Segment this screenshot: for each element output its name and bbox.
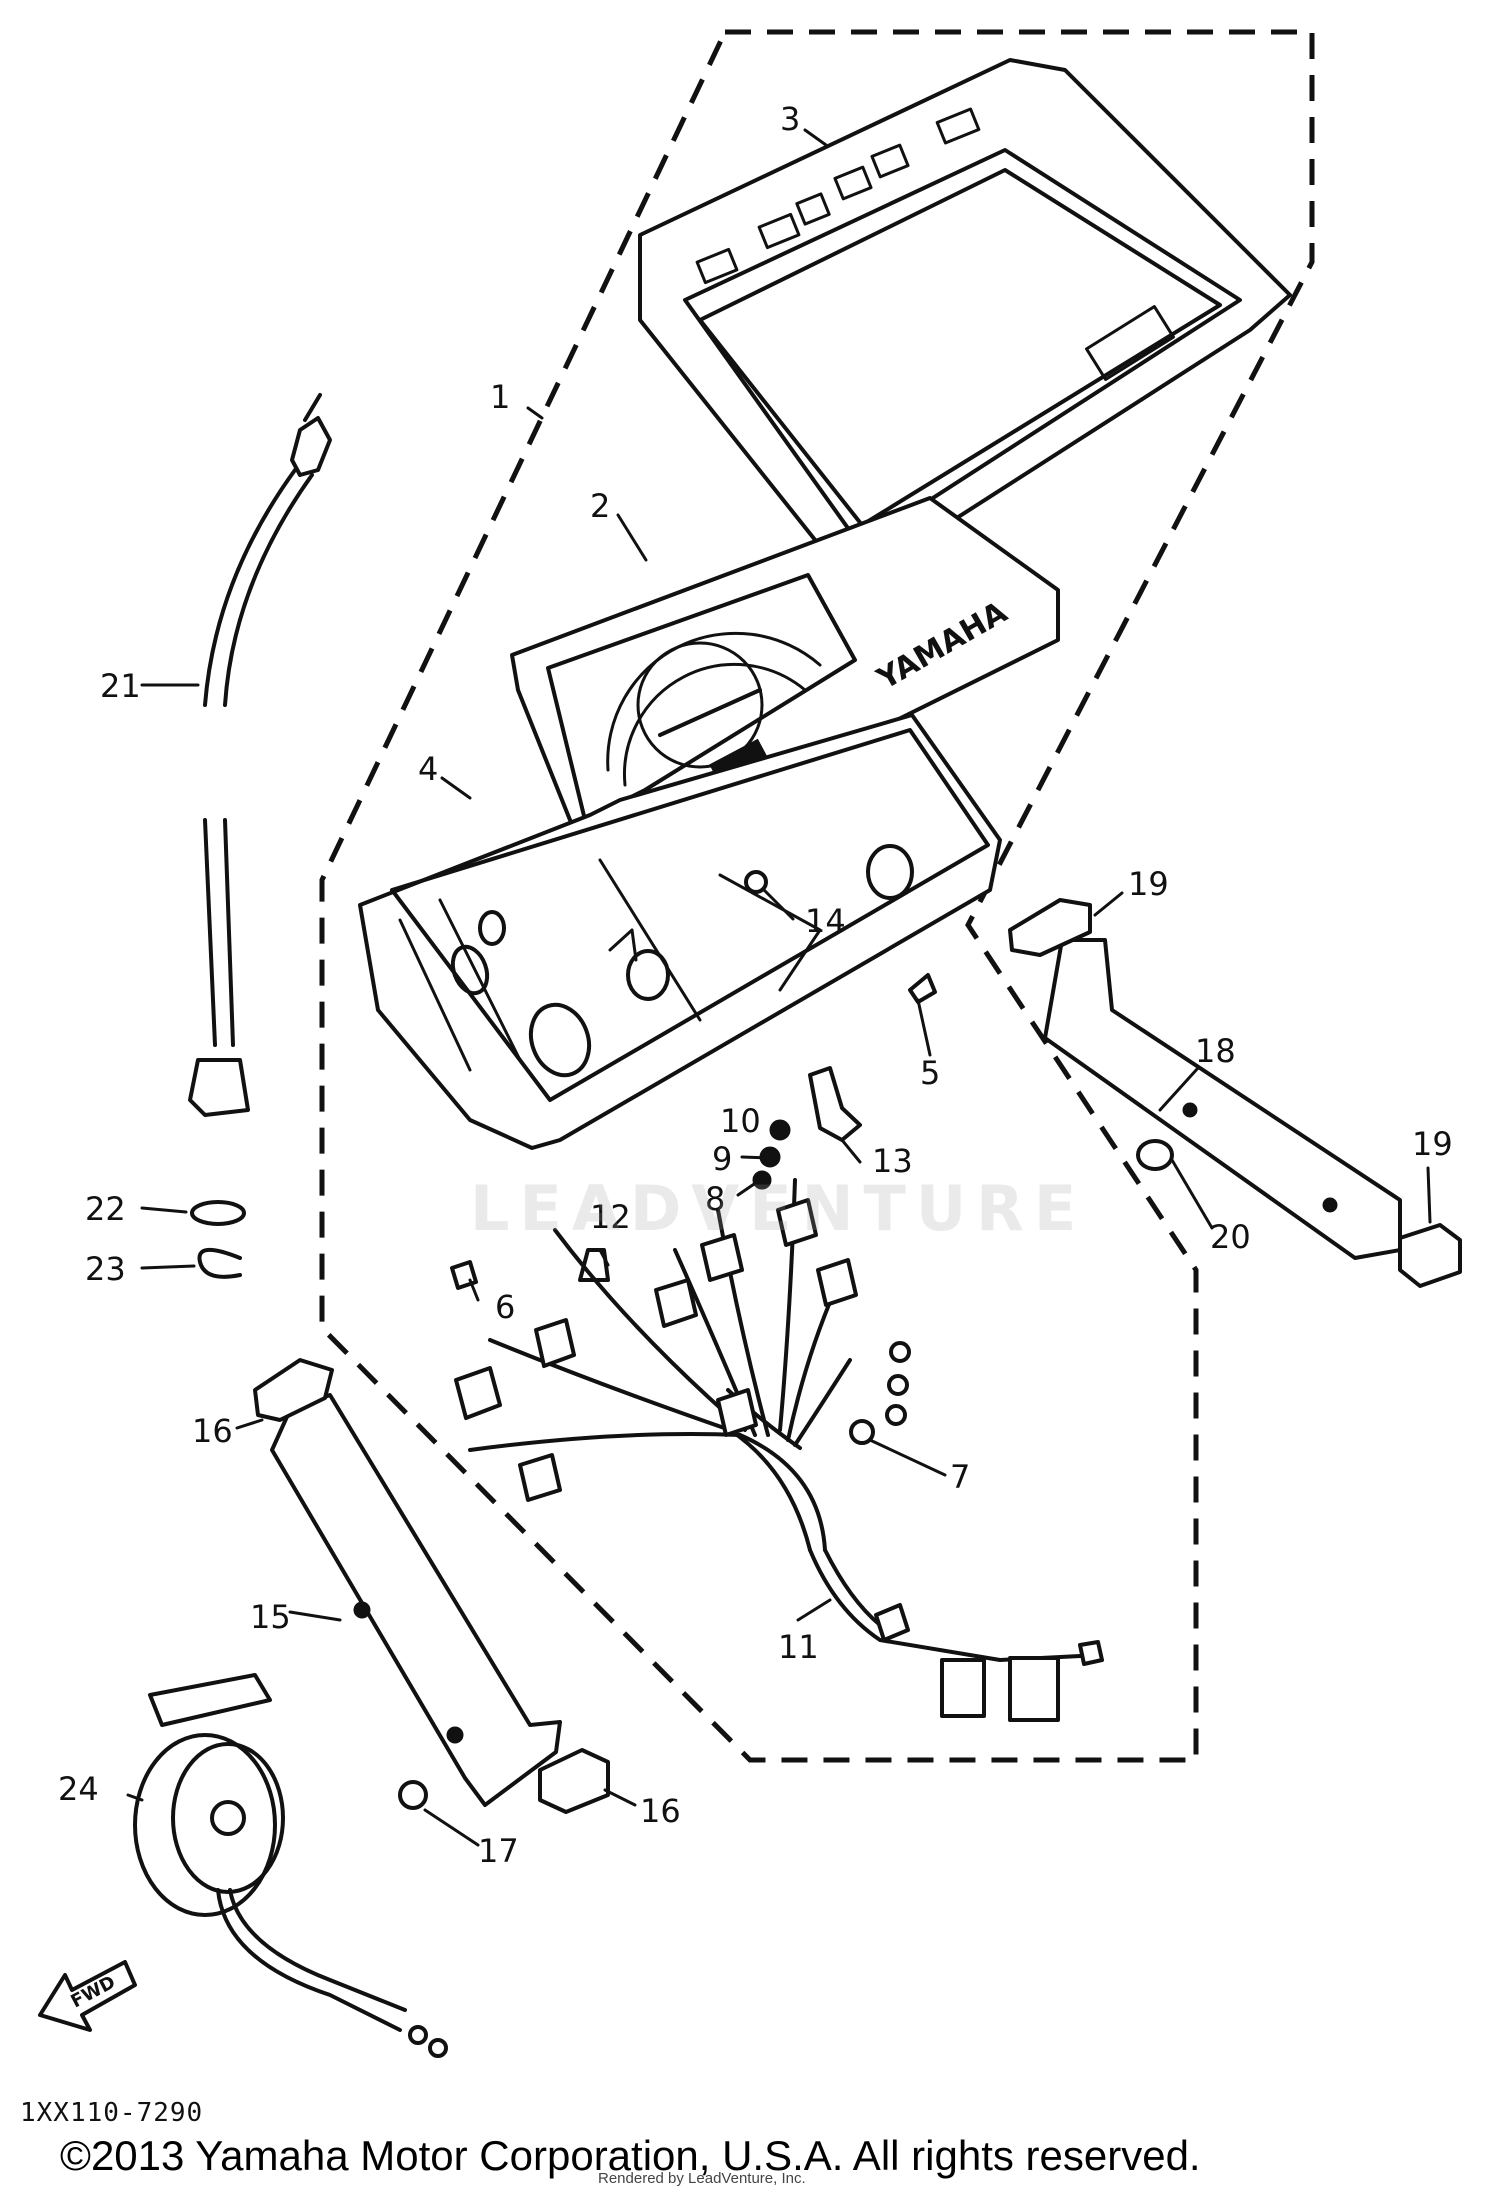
callout-18: 18 xyxy=(1195,1032,1236,1070)
callout-1: 1 xyxy=(490,378,510,416)
callout-4: 4 xyxy=(418,750,438,788)
sensor-part-24 xyxy=(133,1673,448,2058)
damper-part-16-lower xyxy=(538,1748,610,1814)
clip-part-13 xyxy=(808,1066,862,1142)
callout-labels: 1 2 3 4 5 6 7 8 9 10 11 12 13 14 15 16 1… xyxy=(58,100,1453,1870)
meter-case-part-4 xyxy=(358,713,1002,1150)
circlip-part-23 xyxy=(197,1248,242,1279)
copyright-notice: ©2013 Yamaha Motor Corporation, U.S.A. A… xyxy=(60,2132,1201,2179)
callout-17: 17 xyxy=(478,1832,519,1870)
callout-21: 21 xyxy=(100,667,141,705)
callout-10: 10 xyxy=(720,1102,761,1140)
callout-3: 3 xyxy=(780,100,800,138)
meter-cover-part-3 xyxy=(638,58,1292,582)
callout-8: 8 xyxy=(705,1180,725,1218)
callout-14: 14 xyxy=(805,902,846,940)
callout-22: 22 xyxy=(85,1190,126,1228)
watermark-text: LEADVENTURE xyxy=(470,1172,1087,1245)
callout-12: 12 xyxy=(590,1198,631,1236)
o-ring-part-22 xyxy=(190,1200,246,1226)
bracket-part-18 xyxy=(1043,938,1402,1260)
callout-19-right: 19 xyxy=(1412,1125,1453,1163)
diagram-part-number: 1XX110-7290 xyxy=(20,2098,204,2128)
bracket-part-15 xyxy=(270,1393,562,1807)
leader-lines xyxy=(126,128,1432,1847)
callout-11: 11 xyxy=(778,1628,819,1666)
damper-part-19-right xyxy=(1398,1223,1462,1288)
forward-arrow-icon: FWD xyxy=(38,1960,137,2032)
callout-20: 20 xyxy=(1210,1218,1251,1256)
callout-19-top: 19 xyxy=(1128,865,1169,903)
speedometer-cable-part-21 xyxy=(188,393,332,1117)
callout-7: 7 xyxy=(950,1458,970,1496)
callout-24: 24 xyxy=(58,1770,99,1808)
callout-16-lower: 16 xyxy=(640,1792,681,1830)
callout-5: 5 xyxy=(920,1054,940,1092)
callout-16-upper: 16 xyxy=(192,1412,233,1450)
rendered-by-credit: Rendered by LeadVenture, Inc. xyxy=(598,2170,806,2187)
callout-13: 13 xyxy=(872,1142,913,1180)
damper-part-19-top xyxy=(1008,898,1092,957)
damper-part-16-upper xyxy=(253,1358,334,1422)
callout-23: 23 xyxy=(85,1250,126,1288)
wiring-harness-part-11 xyxy=(454,1178,1104,1722)
callout-2: 2 xyxy=(590,487,610,525)
callout-15: 15 xyxy=(250,1598,291,1636)
assembly-boundary xyxy=(319,29,1315,1763)
callout-9: 9 xyxy=(712,1140,732,1178)
callout-6: 6 xyxy=(495,1288,515,1326)
